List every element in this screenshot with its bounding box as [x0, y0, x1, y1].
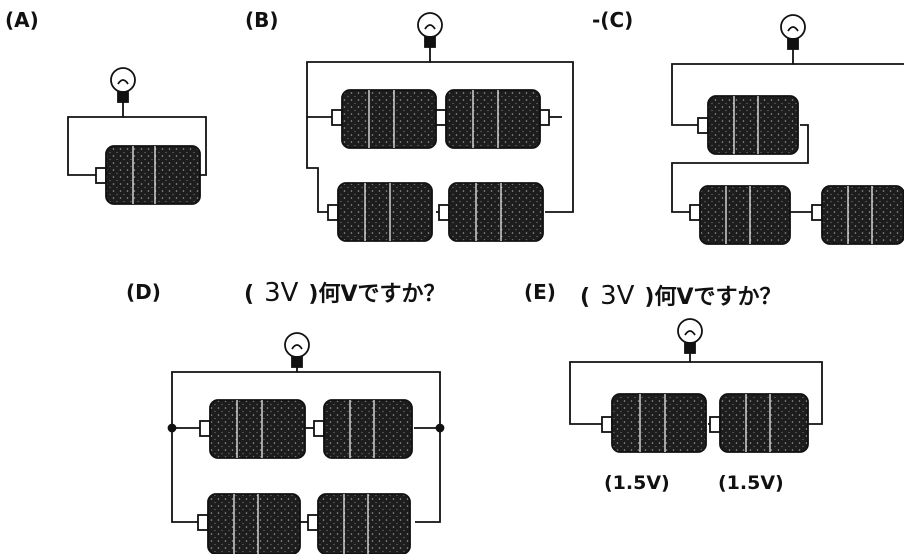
circuit-d [167, 332, 445, 554]
battery-d4 [307, 493, 411, 554]
battery-e2 [709, 393, 809, 453]
voltage-question-d: (3V )何Vですか？ [244, 276, 445, 308]
circuit-c [671, 14, 904, 245]
battery-c1 [697, 95, 799, 155]
junction-dot [435, 423, 445, 433]
battery-e1 [601, 393, 707, 453]
bulb-c [780, 14, 806, 50]
voltage-answer: 3V [264, 278, 299, 308]
junction-dot [167, 423, 177, 433]
battery-d2 [313, 399, 413, 459]
battery-voltage-right: (1.5V) [718, 472, 784, 494]
question-close: )何Vですか？ [644, 285, 782, 310]
bulb-e [677, 318, 703, 354]
voltage-question-e: (3V )何Vですか？ [580, 279, 781, 311]
battery-c3 [811, 185, 904, 245]
bulb-b [417, 12, 443, 48]
bulb-a [110, 67, 136, 103]
label-d: (D) [126, 280, 161, 304]
bulb-d [284, 332, 310, 368]
battery-b2 [435, 89, 550, 149]
label-e: (E) [524, 280, 556, 304]
battery-d1 [199, 399, 306, 459]
circuit-a [67, 67, 207, 205]
label-a: (A) [5, 8, 39, 32]
question-close: )何Vですか？ [308, 282, 446, 307]
label-c: -(C) [592, 8, 634, 32]
battery-c2 [689, 185, 791, 245]
circuit-b [306, 12, 574, 242]
battery-b4 [438, 182, 544, 242]
label-b: (B) [245, 8, 279, 32]
circuit-e [569, 318, 823, 453]
battery-voltage-left: (1.5V) [604, 472, 670, 494]
battery-d3 [197, 493, 301, 554]
battery-b1 [331, 89, 437, 149]
question-open: ( [244, 282, 255, 307]
voltage-answer: 3V [600, 281, 635, 311]
question-open: ( [580, 285, 591, 310]
battery-a [95, 145, 201, 205]
battery-b3 [327, 182, 433, 242]
